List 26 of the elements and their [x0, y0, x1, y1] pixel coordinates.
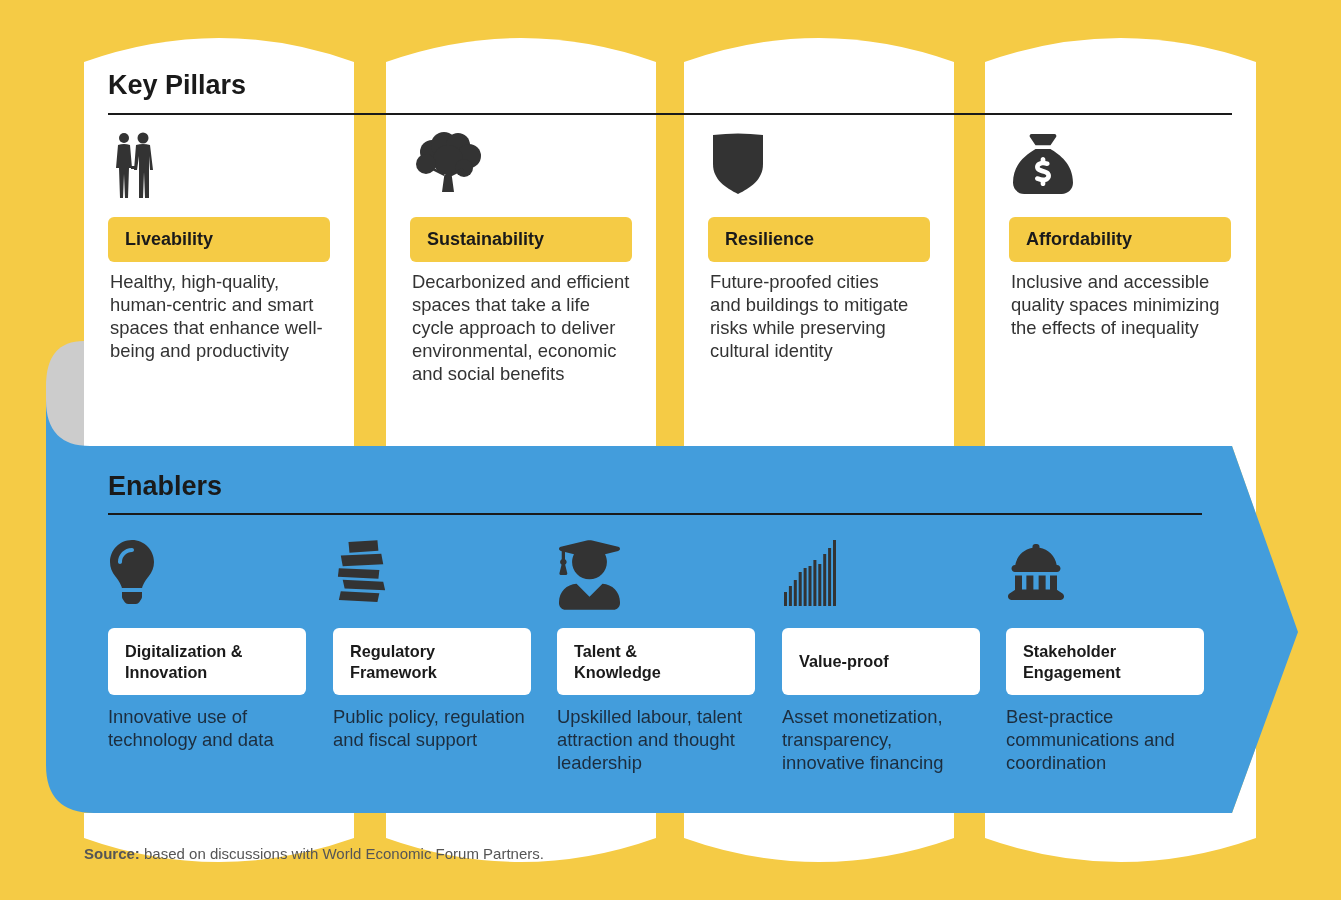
- pillar-title: Resilience: [708, 217, 930, 262]
- section-heading: Key Pillars: [108, 69, 247, 102]
- enabler-card: Regulatory Framework: [333, 628, 531, 695]
- pillar-cylinder: [684, 38, 954, 446]
- enabler-card: Talent & Knowledge: [557, 628, 755, 695]
- pillar-description: Healthy, high-quality, human-centric and smart spaces that enhance well-being and productivity: [110, 270, 324, 362]
- pillar-base: [684, 813, 954, 862]
- pillar-title: Liveability: [108, 217, 330, 262]
- enabler-card: Digitalization & Innovation: [108, 628, 306, 695]
- enabler-card: Value-proof: [782, 628, 980, 695]
- pillar-cylinder: [84, 38, 354, 446]
- enabler-description: Innovative use of technology and data: [108, 705, 275, 751]
- pillar-description: Decarbonized and efficient spaces that take a life cycle approach to deliver environmental, economic and social benefits: [412, 270, 631, 385]
- enabler-card: Stakeholder Engagement: [1006, 628, 1204, 695]
- pillar-title: Affordability: [1009, 217, 1231, 262]
- enabler-description: Asset monetization, transparency, innovative financing: [782, 705, 945, 774]
- pillar-title: Sustainability: [410, 217, 632, 262]
- section-heading: Enablers: [108, 470, 223, 503]
- pillar-base: [985, 813, 1256, 862]
- enabler-description: Upskilled labour, talent attraction and thought leadership: [557, 705, 744, 774]
- enabler-description: Best-practice communications and coordination: [1006, 705, 1176, 774]
- pillar-cylinder: [985, 38, 1256, 446]
- pillar-description: Future-proofed cities and buildings to mitigate risks while preserving cultural identity: [710, 270, 910, 362]
- pillar-description: Inclusive and accessible quality spaces minimizing the effects of inequality: [1011, 270, 1221, 339]
- pillar-cylinder: [386, 38, 656, 446]
- enabler-description: Public policy, regulation and fiscal support: [333, 705, 526, 751]
